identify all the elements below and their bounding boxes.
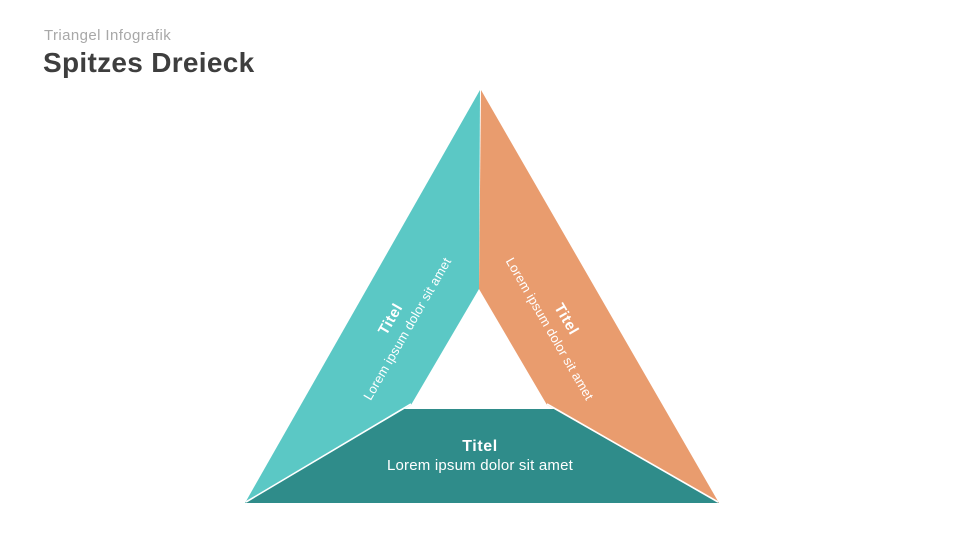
slide-title: Spitzes Dreieck bbox=[43, 47, 255, 78]
seam-right bbox=[546, 403, 719, 503]
segment-right-shape bbox=[479, 90, 719, 503]
slide-kicker: Triangel Infografik bbox=[44, 27, 172, 44]
segment-left-shape bbox=[245, 90, 480, 503]
seam-left bbox=[245, 403, 412, 503]
